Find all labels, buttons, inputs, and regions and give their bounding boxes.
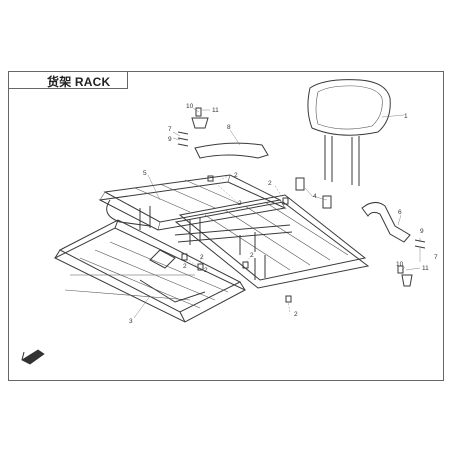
title-box — [8, 71, 128, 89]
main-rack-part — [174, 194, 370, 289]
callout-2g: 2 — [294, 311, 298, 318]
callout-9a: 9 — [168, 136, 172, 143]
callout-1: 1 — [404, 113, 408, 120]
bushing-part-4 — [295, 177, 332, 209]
callout-7b: 7 — [434, 254, 438, 261]
callout-8: 8 — [227, 124, 231, 131]
callout-2b: 2 — [268, 180, 272, 187]
callout-7a: 7 — [168, 126, 172, 133]
diagram-title: 货架 RACK — [47, 75, 111, 89]
leader-lines — [133, 107, 421, 319]
front-direction-arrow-icon — [21, 349, 45, 365]
callout-4: 4 — [313, 193, 317, 200]
front-rack-part — [53, 219, 247, 323]
callout-2d: 2 — [200, 254, 204, 261]
callout-2a: 2 — [234, 172, 238, 179]
callout-10b: 10 — [396, 261, 404, 268]
callout-2e: 2 — [204, 267, 208, 274]
bracket-part-8 — [194, 142, 269, 159]
backrest-part — [307, 79, 391, 186]
callout-9b: 9 — [420, 228, 424, 235]
bracket-part-6 — [361, 202, 411, 243]
callout-11a: 11 — [212, 107, 219, 114]
callout-10a: 10 — [186, 103, 194, 110]
callout-3: 3 — [129, 318, 133, 325]
hardware-bolts — [177, 107, 426, 303]
callout-5: 5 — [143, 170, 147, 177]
rear-rack-part — [98, 174, 287, 231]
callout-2h: 2 — [183, 263, 187, 270]
diagram-frame — [8, 71, 444, 381]
callout-11b: 11 — [422, 265, 429, 272]
callout-2f: 2 — [250, 252, 254, 259]
callout-6: 6 — [398, 209, 402, 216]
callout-2c: 2 — [238, 200, 242, 207]
